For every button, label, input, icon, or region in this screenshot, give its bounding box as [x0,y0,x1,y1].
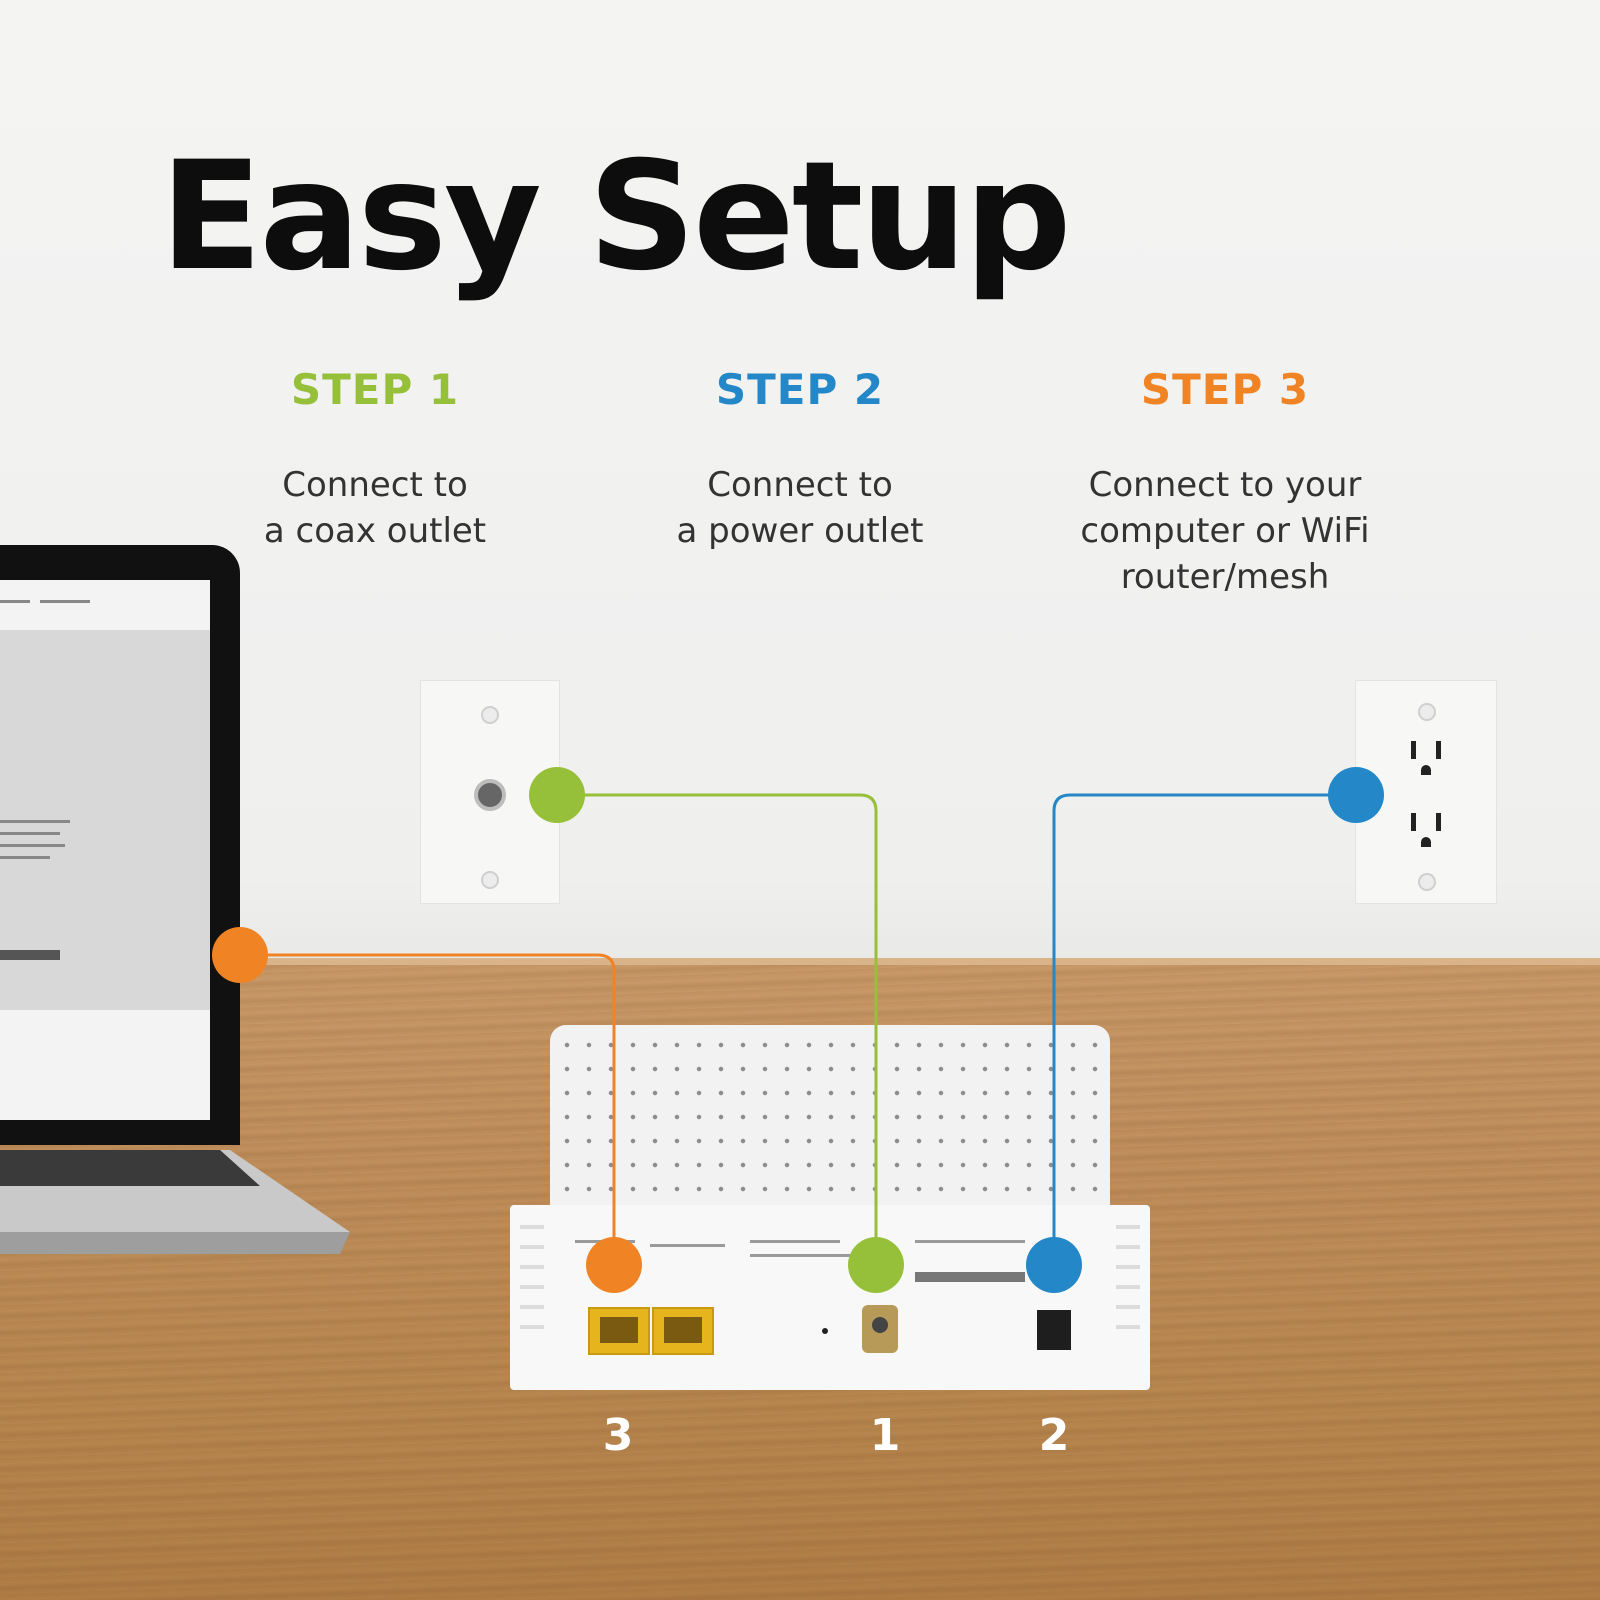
outlet-screw-top [1418,703,1436,721]
power-connection-line [1052,793,1356,1265]
modem-power-jack [1037,1310,1071,1350]
coax-jack-dot [848,1237,904,1293]
ethernet-connection-line [240,953,616,1265]
laptop-base [0,1150,350,1254]
desk-edge [0,958,1600,968]
plate-screw-top [481,706,499,724]
outlet-screw-bottom [1418,873,1436,891]
modem-label-line [915,1240,1025,1243]
modem-label-line [750,1254,850,1257]
step-2-desc-line-1: Connect to [707,465,893,505]
step-1-heading: STEP 1 [290,365,460,414]
modem-icon [510,1025,1150,1390]
port-number-2: 2 [1038,1410,1070,1461]
step-2-heading: STEP 2 [715,365,885,414]
coax-outlet-port [474,779,506,811]
ethernet-port-1 [588,1307,650,1355]
modem-rear-panel [510,1205,1150,1390]
ethernet-dot [586,1237,642,1293]
modem-top-vents [550,1025,1110,1205]
laptop-display [0,580,210,1120]
modem-coax-jack [862,1305,898,1353]
port-number-1: 1 [869,1410,901,1461]
step-1-description: Connect to a coax outlet [195,462,555,554]
ethernet-port-2 [652,1307,714,1355]
power-jack-dot [1026,1237,1082,1293]
modem-label-line [750,1240,840,1243]
step-2-desc-line-2: a power outlet [676,511,924,551]
step-3-desc-line-1: Connect to your [1088,465,1362,505]
page-title: Easy Setup [160,130,1072,304]
outlet-socket-upper [1406,737,1446,781]
step-1-desc-line-1: Connect to [282,465,468,505]
outlet-socket-lower [1406,809,1446,853]
step-2-description: Connect to a power outlet [620,462,980,554]
reset-button [822,1328,828,1334]
port-number-3: 3 [602,1410,634,1461]
plate-screw-bottom [481,871,499,889]
step-3-description: Connect to your computer or WiFi router/… [1045,462,1405,600]
step-1-desc-line-2: a coax outlet [263,511,487,551]
modem-barcode [915,1272,1025,1282]
step-3-desc-line-2: computer or WiFi [1080,511,1370,551]
laptop-dot [212,927,268,983]
modem-label-line [650,1244,725,1247]
coax-outlet-dot [529,767,585,823]
coax-connection-line [557,793,878,1265]
power-outlet-dot [1328,767,1384,823]
step-3-desc-line-3: router/mesh [1120,557,1330,597]
step-3-heading: STEP 3 [1140,365,1310,414]
